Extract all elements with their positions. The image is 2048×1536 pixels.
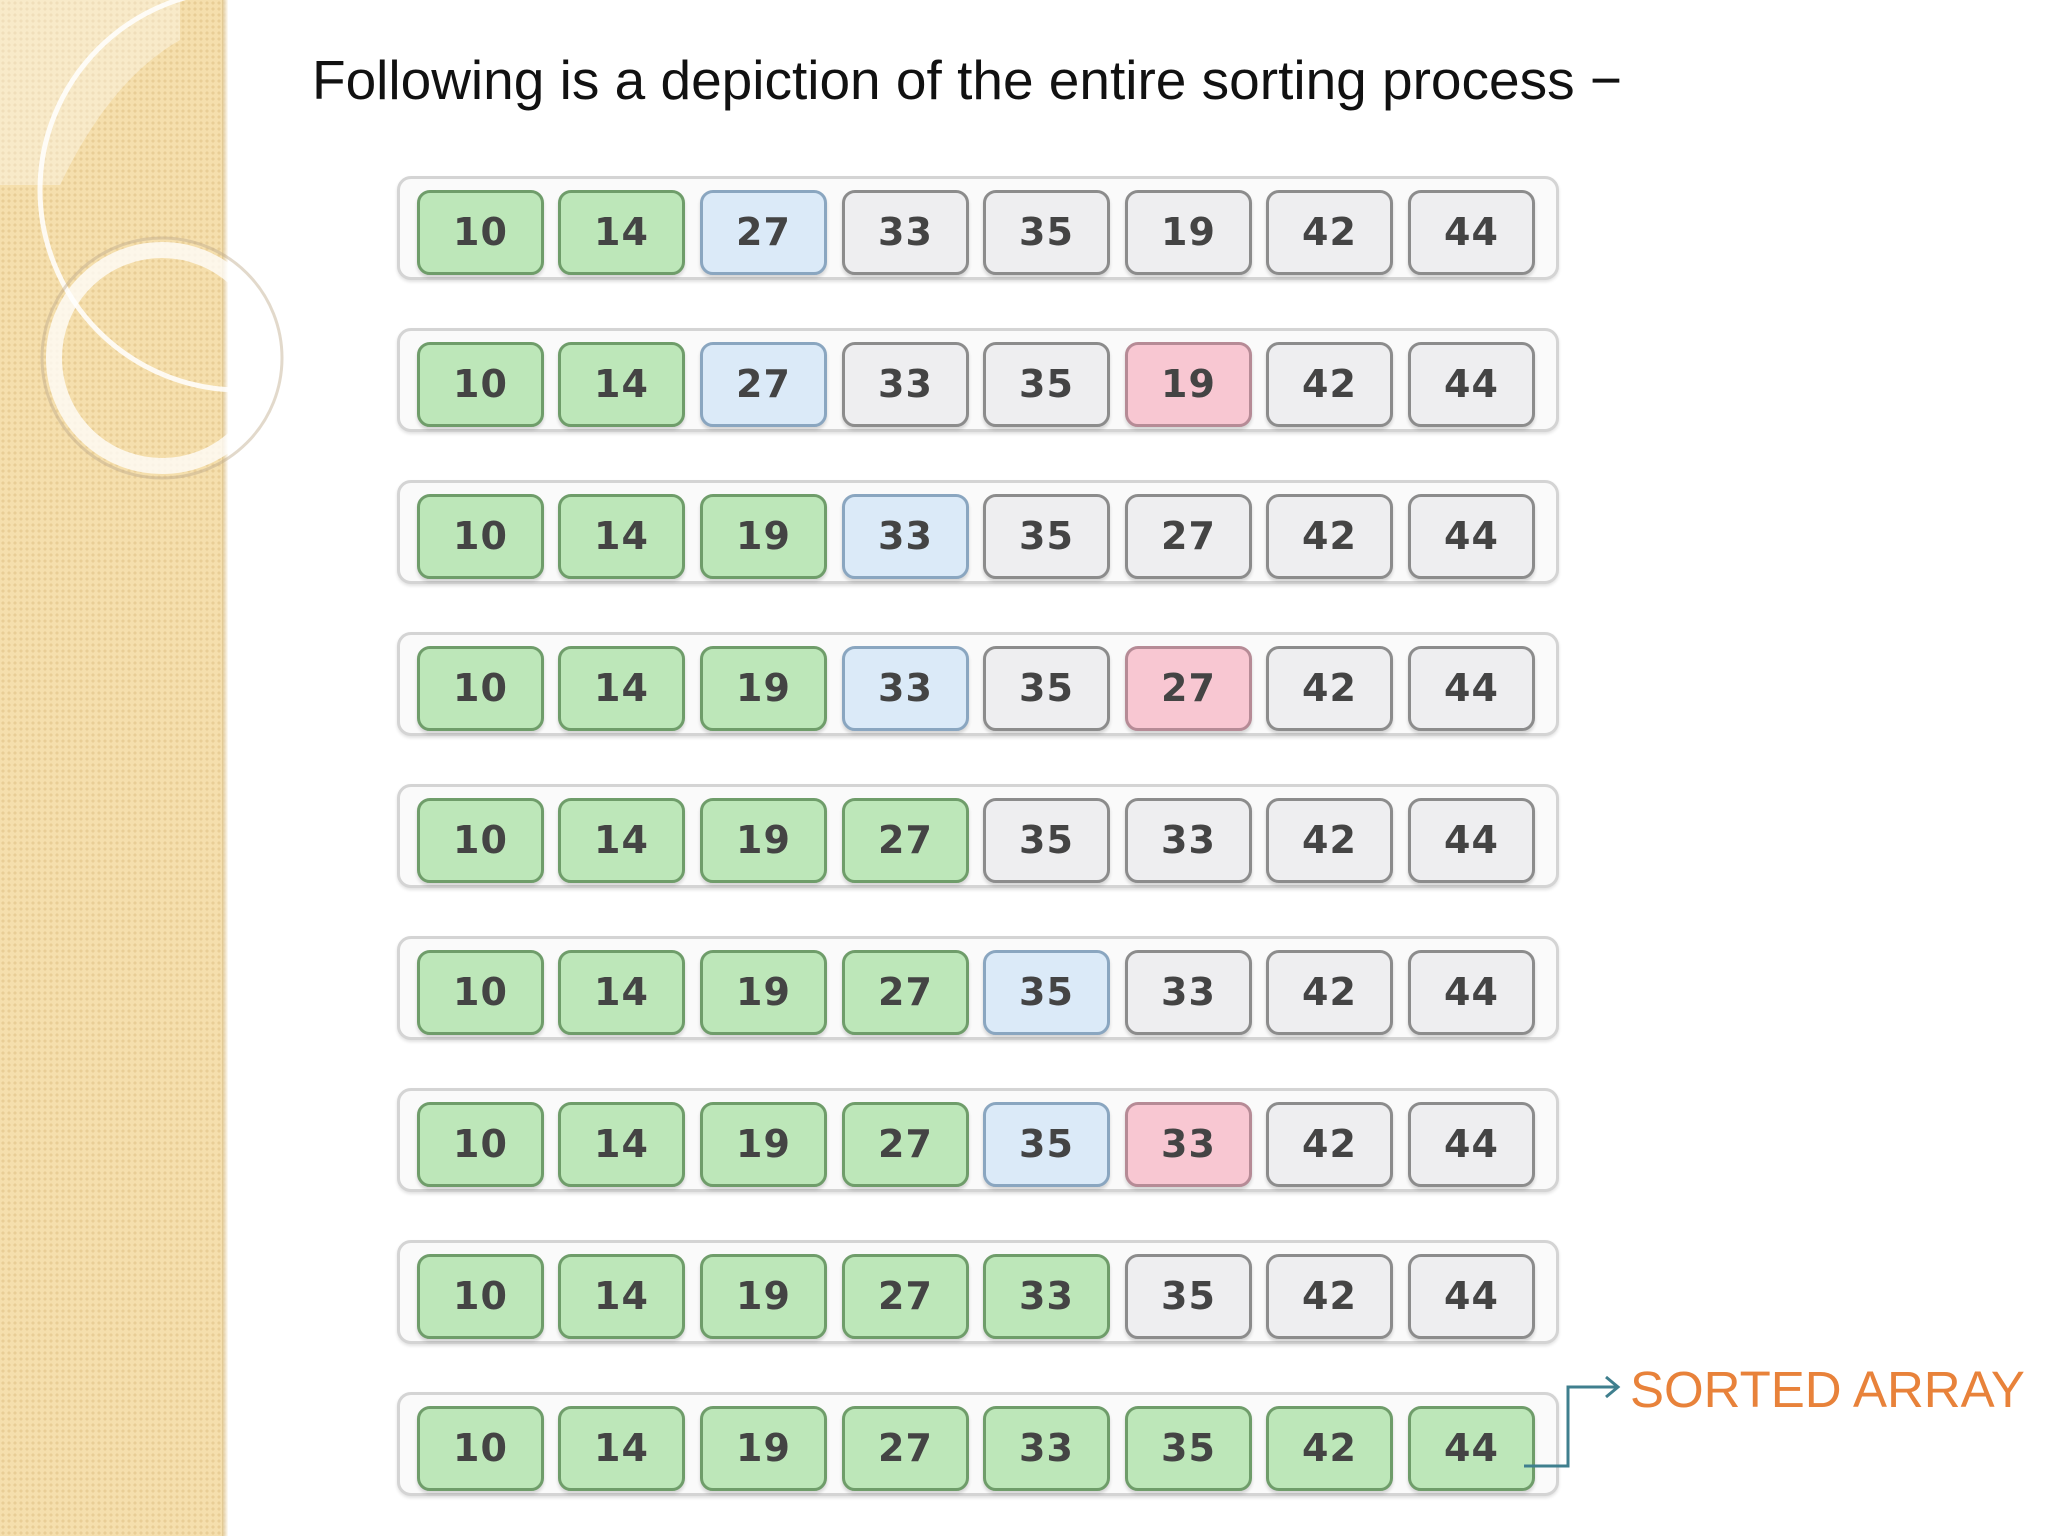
array-cell-current: 27 — [700, 190, 827, 275]
array-cell-sorted: 14 — [558, 190, 685, 275]
array-cell-current: 35 — [983, 950, 1110, 1035]
array-cell-sorted: 19 — [700, 950, 827, 1035]
sorted-array-label: SORTED ARRAY — [1630, 1361, 2025, 1418]
array-cell-sorted: 19 — [700, 1102, 827, 1187]
array-cell-current: 35 — [983, 1102, 1110, 1187]
array-cell-sorted: 19 — [700, 1406, 827, 1491]
array-cell-sorted: 10 — [417, 1406, 544, 1491]
array-cell-sorted: 14 — [558, 646, 685, 731]
array-cell-sorted: 10 — [417, 950, 544, 1035]
decorative-ring-shadow — [40, 236, 284, 480]
array-cell-sorted: 42 — [1266, 1406, 1393, 1491]
array-cell-sorted: 14 — [558, 798, 685, 883]
array-cell-unsorted: 44 — [1408, 798, 1535, 883]
slide-title: Following is a depiction of the entire s… — [312, 49, 1623, 111]
array-cell-sorted: 14 — [558, 342, 685, 427]
array-cell-unsorted: 42 — [1266, 950, 1393, 1035]
array-cell-current: 33 — [842, 646, 969, 731]
array-cell-sorted: 44 — [1408, 1406, 1535, 1491]
array-cell-sorted: 10 — [417, 798, 544, 883]
array-cell-sorted: 14 — [558, 950, 685, 1035]
array-cell-min: 19 — [1125, 342, 1252, 427]
array-cell-unsorted: 44 — [1408, 190, 1535, 275]
array-cell-sorted: 10 — [417, 1102, 544, 1187]
decorative-circles — [0, 0, 443, 480]
array-cell-sorted: 19 — [700, 798, 827, 883]
decorative-ring — [46, 242, 278, 474]
array-cell-unsorted: 35 — [1125, 1254, 1252, 1339]
array-cell-unsorted: 35 — [983, 798, 1110, 883]
array-cell-sorted: 19 — [700, 646, 827, 731]
array-cell-unsorted: 42 — [1266, 1254, 1393, 1339]
array-cell-current: 33 — [842, 494, 969, 579]
array-cell-unsorted: 44 — [1408, 1254, 1535, 1339]
array-cell-unsorted: 27 — [1125, 494, 1252, 579]
array-cell-min: 33 — [1125, 1102, 1252, 1187]
array-cell-unsorted: 44 — [1408, 494, 1535, 579]
array-cell-unsorted: 42 — [1266, 1102, 1393, 1187]
array-cell-sorted: 27 — [842, 1254, 969, 1339]
array-cell-sorted: 19 — [700, 494, 827, 579]
array-cell-sorted: 14 — [558, 1406, 685, 1491]
array-cell-unsorted: 44 — [1408, 1102, 1535, 1187]
array-cell-unsorted: 33 — [1125, 798, 1252, 883]
array-cell-unsorted: 42 — [1266, 798, 1393, 883]
array-cell-unsorted: 42 — [1266, 190, 1393, 275]
array-cell-min: 27 — [1125, 646, 1252, 731]
array-cell-sorted: 27 — [842, 950, 969, 1035]
array-cell-sorted: 27 — [842, 1406, 969, 1491]
side-panel-edge — [222, 0, 228, 1536]
array-cell-sorted: 10 — [417, 494, 544, 579]
array-cell-unsorted: 33 — [842, 342, 969, 427]
array-cell-unsorted: 35 — [983, 646, 1110, 731]
array-cell-unsorted: 44 — [1408, 646, 1535, 731]
array-cell-unsorted: 44 — [1408, 342, 1535, 427]
array-cell-sorted: 27 — [842, 1102, 969, 1187]
sorted-array-bracket-arrow — [1524, 1375, 1621, 1468]
array-cell-sorted: 14 — [558, 1102, 685, 1187]
array-cell-sorted: 10 — [417, 1254, 544, 1339]
arrow-head-icon — [1605, 1375, 1621, 1399]
array-cell-sorted: 33 — [983, 1254, 1110, 1339]
array-cell-sorted: 10 — [417, 646, 544, 731]
decorative-highlight-shape — [0, 0, 180, 185]
array-cell-sorted: 33 — [983, 1406, 1110, 1491]
array-cell-sorted: 10 — [417, 342, 544, 427]
array-cell-unsorted: 42 — [1266, 494, 1393, 579]
array-cell-sorted: 14 — [558, 494, 685, 579]
array-cell-unsorted: 35 — [983, 494, 1110, 579]
array-cell-unsorted: 35 — [983, 190, 1110, 275]
array-cell-unsorted: 33 — [1125, 950, 1252, 1035]
array-cell-sorted: 35 — [1125, 1406, 1252, 1491]
bracket-line — [1524, 1385, 1618, 1468]
array-cell-current: 27 — [700, 342, 827, 427]
array-cell-sorted: 19 — [700, 1254, 827, 1339]
array-cell-sorted: 10 — [417, 190, 544, 275]
array-cell-unsorted: 44 — [1408, 950, 1535, 1035]
array-cell-sorted: 27 — [842, 798, 969, 883]
array-cell-unsorted: 42 — [1266, 342, 1393, 427]
array-cell-unsorted: 19 — [1125, 190, 1252, 275]
array-cell-unsorted: 33 — [842, 190, 969, 275]
array-cell-unsorted: 42 — [1266, 646, 1393, 731]
array-cell-sorted: 14 — [558, 1254, 685, 1339]
array-cell-unsorted: 35 — [983, 342, 1110, 427]
